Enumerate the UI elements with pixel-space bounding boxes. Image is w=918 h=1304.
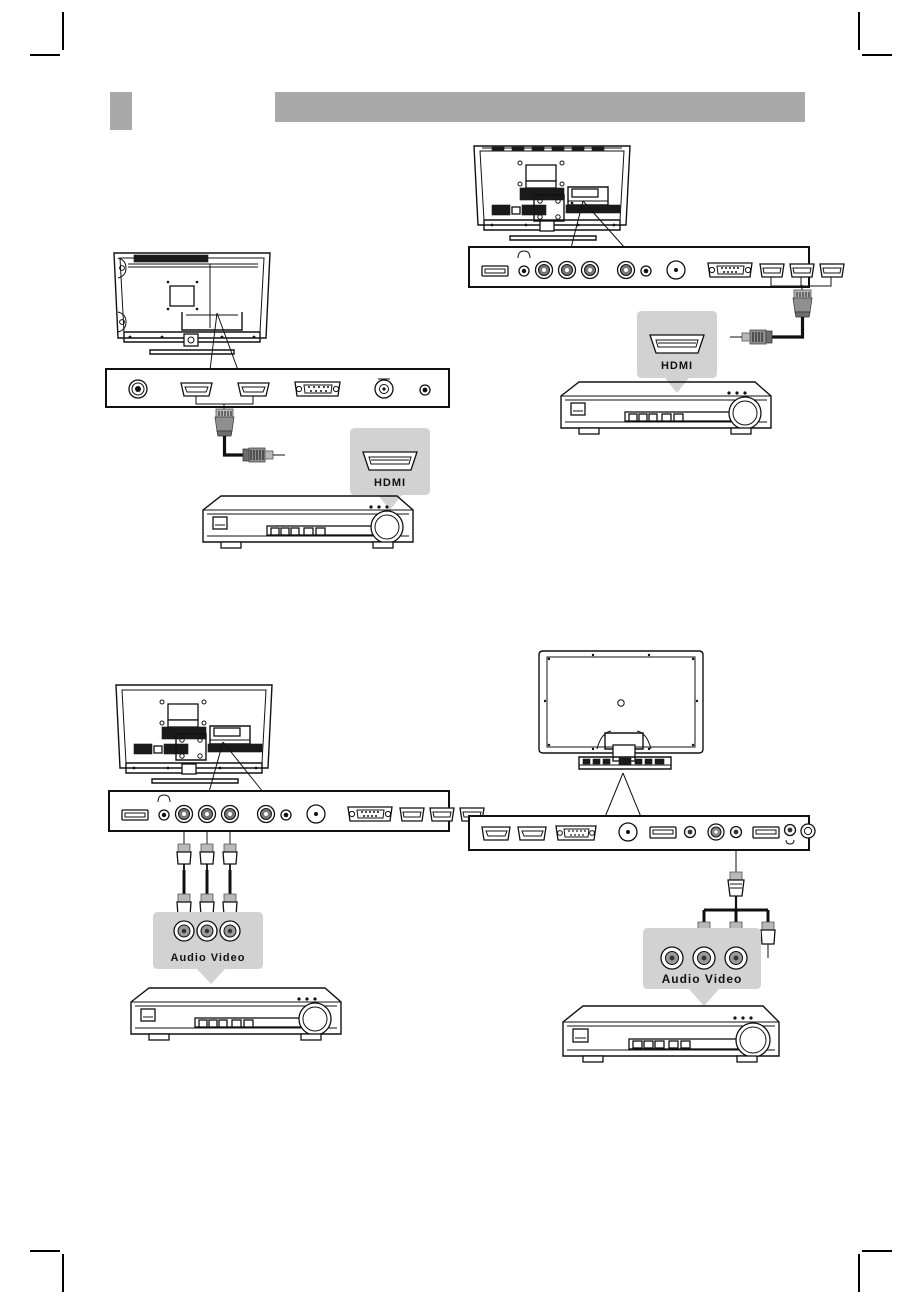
hdmi-port-2 xyxy=(789,263,815,278)
callout-lines xyxy=(604,772,642,818)
hdmi-connector-end xyxy=(741,329,773,345)
tv-back-flat-illustration xyxy=(538,650,704,770)
hdmi-callout-blob xyxy=(637,311,717,393)
crop-mark-top-right-h xyxy=(862,54,892,56)
callout-lines xyxy=(209,312,239,371)
hdmi-callout-label: HDMI xyxy=(660,360,694,372)
hdmi-port-graphic xyxy=(362,451,418,471)
hdmi-port-2 xyxy=(237,382,270,397)
headphone-jack xyxy=(517,250,531,277)
power-jack xyxy=(800,823,816,839)
connector-panel-3-ports xyxy=(121,794,485,824)
hdmi-connector-end xyxy=(242,447,274,463)
hdmi-port-1 xyxy=(399,807,425,822)
connector-panel-1-ports xyxy=(128,378,431,408)
av-callout-blob xyxy=(643,928,761,1006)
vga-port xyxy=(707,262,753,278)
audio-out-jack xyxy=(128,379,148,399)
tv-back-illustration xyxy=(473,145,631,241)
rca-jack-2 xyxy=(196,920,218,942)
rca-jack-1 xyxy=(173,920,195,942)
rca-port-2 xyxy=(197,804,217,824)
hdmi-port-2 xyxy=(429,807,455,822)
usb-port-1 xyxy=(649,826,677,839)
s-video-port xyxy=(707,823,725,841)
rf-antenna-port xyxy=(374,378,394,399)
small-jack-port xyxy=(280,809,292,821)
av-in-jack xyxy=(729,825,743,839)
tv-back-illustration xyxy=(115,684,273,784)
rf-antenna-port xyxy=(306,804,326,824)
rca-jack-2 xyxy=(660,946,684,970)
rca-cable-1 xyxy=(176,832,192,932)
hdmi-callout-blob xyxy=(350,428,430,510)
vga-port xyxy=(555,825,597,841)
hdmi-connector-top xyxy=(792,289,813,318)
av-callout-label: Audio Video xyxy=(661,972,743,986)
crop-mark-bottom-right-h xyxy=(862,1250,892,1252)
usb-port-2 xyxy=(752,826,780,839)
small-jack-port xyxy=(419,384,431,396)
hdmi-callout-label: HDMI xyxy=(373,477,407,489)
small-jack-port xyxy=(640,265,652,277)
diagram-hdmi-two-port: HDMI xyxy=(105,250,460,560)
header-tab xyxy=(110,92,132,130)
connector-panel-4-ports xyxy=(481,822,816,845)
hdmi-port-1 xyxy=(481,826,511,841)
headphone-jack xyxy=(157,794,171,821)
header-bar xyxy=(275,92,805,122)
hdmi-connector-top xyxy=(214,408,235,437)
vga-port xyxy=(294,381,341,397)
dvd-player-illustration xyxy=(202,495,414,549)
rca-plug-3 xyxy=(760,921,776,958)
dvd-player-illustration xyxy=(560,381,772,435)
rf-antenna-port xyxy=(666,260,686,280)
dvd-player-illustration xyxy=(130,987,342,1041)
rca-jack-3 xyxy=(724,946,748,970)
crop-mark-bottom-right-v xyxy=(858,1254,860,1292)
connector-panel-2-ports xyxy=(481,250,845,287)
rca-port-1 xyxy=(174,804,194,824)
crop-mark-top-right-v xyxy=(858,12,860,50)
diagram-hdmi-three-port: HDMI xyxy=(465,143,845,453)
av-plug-single xyxy=(727,871,745,897)
rca-port-4 xyxy=(256,804,276,824)
rca-port-4 xyxy=(616,260,636,280)
crop-mark-bottom-left-v xyxy=(62,1254,64,1292)
hdmi-port-graphic xyxy=(649,334,705,354)
dvd-player-illustration xyxy=(562,1005,780,1063)
small-jack-port-1 xyxy=(683,825,697,839)
rca-port-3 xyxy=(220,804,240,824)
av-callout-blob xyxy=(153,912,263,984)
rca-port-1 xyxy=(534,260,554,280)
hdmi-port-1 xyxy=(759,263,785,278)
hdmi-cable xyxy=(730,285,813,345)
rca-jack-1 xyxy=(692,946,716,970)
callout-lines xyxy=(208,741,264,793)
crop-mark-top-left-h xyxy=(30,54,60,56)
usb-port xyxy=(481,265,509,277)
diagram-av-rca-left: Audio Video xyxy=(105,680,485,1050)
crop-mark-top-left-v xyxy=(62,12,64,50)
rf-antenna-port xyxy=(618,822,638,842)
crop-mark-bottom-left-h xyxy=(30,1250,60,1252)
hdmi-cable xyxy=(214,405,285,463)
callout-lines xyxy=(570,200,626,249)
diagram-av-rca-right: Audio Video xyxy=(465,645,820,1085)
hdmi-port-3 xyxy=(819,263,845,278)
usb-port xyxy=(121,809,149,821)
hdmi-port-2 xyxy=(517,826,547,841)
av-splitter-cable xyxy=(696,850,776,958)
headphone-jack xyxy=(783,823,797,845)
hdmi-port-1 xyxy=(180,382,213,397)
rca-port-3 xyxy=(580,260,600,280)
rca-jack-3 xyxy=(219,920,241,942)
vga-port xyxy=(347,806,393,822)
av-callout-label: Audio Video xyxy=(170,952,246,964)
rca-port-2 xyxy=(557,260,577,280)
